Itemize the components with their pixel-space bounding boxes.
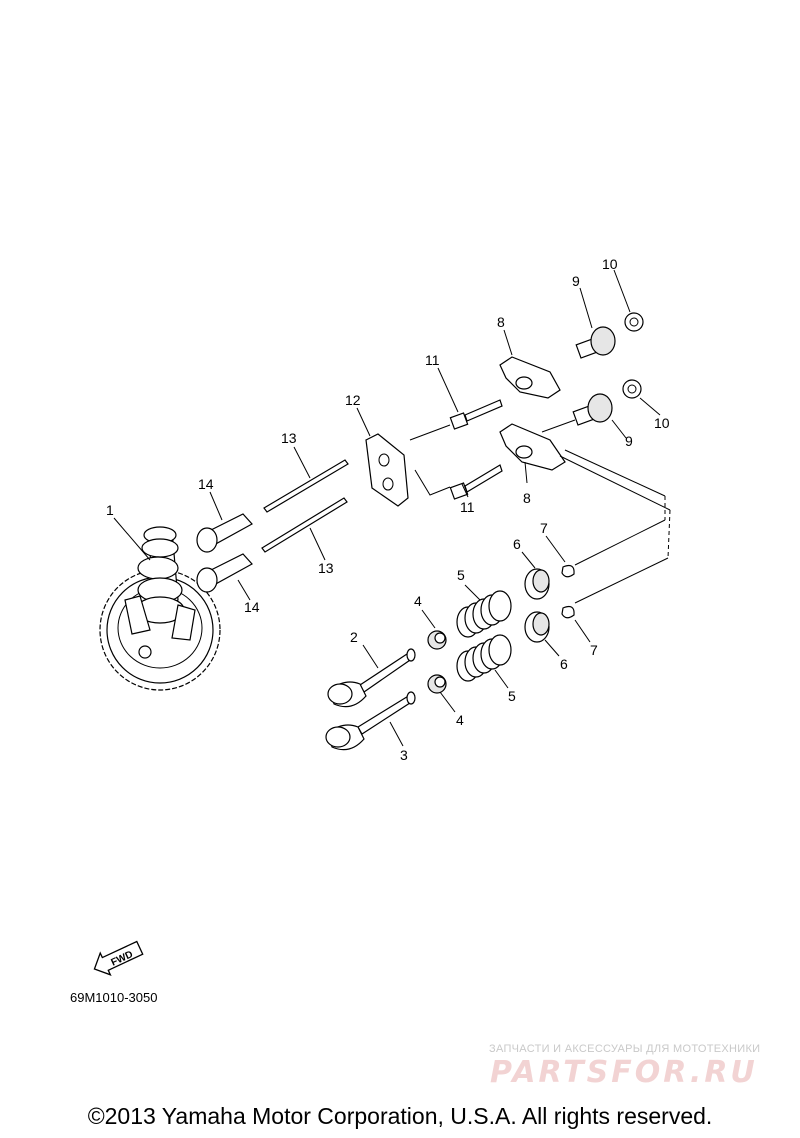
- callout-13: 13: [281, 430, 297, 446]
- valve-spring-upper: [456, 590, 512, 638]
- callout-2: 2: [350, 629, 358, 645]
- spring-retainer-upper: [524, 568, 550, 600]
- callout-13: 13: [318, 560, 334, 576]
- spring-retainer-lower: [524, 611, 550, 643]
- callout-10: 10: [602, 256, 618, 272]
- callout-14: 14: [244, 599, 260, 615]
- rocker-arm-lower: [499, 423, 566, 471]
- callout-8: 8: [497, 314, 505, 330]
- callout-11: 11: [425, 352, 440, 368]
- callout-12: 12: [345, 392, 361, 408]
- valve-stem-seal-lower: [427, 674, 447, 694]
- callout-6: 6: [560, 656, 568, 672]
- callout-5: 5: [457, 567, 465, 583]
- watermark-tagline: ЗАПЧАСТИ И АКСЕССУАРЫ ДЛЯ МОТОТЕХНИКИ: [489, 1043, 761, 1055]
- fwd-arrow-icon: FWD: [93, 940, 144, 976]
- leader-lines: [113, 269, 661, 747]
- callout-10: 10: [654, 415, 670, 431]
- callout-9: 9: [625, 433, 633, 449]
- lock-nut-lower: [622, 379, 642, 399]
- rocker-stud-upper: [449, 399, 503, 430]
- callout-7: 7: [590, 642, 598, 658]
- rocker-arm-upper: [499, 356, 561, 399]
- callout-1: 1: [106, 502, 114, 518]
- camshaft: [124, 526, 196, 659]
- watermark-logo: PARTSFOR.RU: [490, 1055, 758, 1090]
- assembly-lines: [409, 419, 671, 604]
- callout-6: 6: [513, 536, 521, 552]
- rocker-pivot-lower: [572, 393, 613, 426]
- rocker-pivot-upper: [575, 326, 616, 359]
- valve-cotter-lower: [561, 605, 575, 619]
- callout-7: 7: [540, 520, 548, 536]
- callout-3: 3: [400, 747, 408, 763]
- callout-4: 4: [456, 712, 464, 728]
- callout-8: 8: [523, 490, 531, 506]
- callout-4: 4: [414, 593, 422, 609]
- exhaust-valve: [325, 691, 416, 751]
- pushrod-lower: [261, 497, 348, 553]
- rocker-stud-lower: [449, 464, 503, 500]
- callout-5: 5: [508, 688, 516, 704]
- pushrod-upper: [263, 459, 349, 513]
- callout-14: 14: [198, 476, 214, 492]
- callout-11: 11: [460, 499, 475, 515]
- drawing-number: 69M1010-3050: [70, 990, 158, 1005]
- part-callouts: 1 2 3 4 4 5 5 6 6 7 7 8 8 9 9 10 10 11 1…: [106, 256, 670, 763]
- valve-tappet-lower: [196, 553, 253, 593]
- valve-tappet-upper: [196, 513, 253, 553]
- valve-cotter-upper: [561, 564, 575, 578]
- valve-spring-lower: [456, 634, 512, 682]
- pushrod-guide-plate: [365, 433, 409, 507]
- valve-stem-seal-upper: [427, 630, 447, 650]
- intake-valve: [327, 648, 416, 708]
- callout-9: 9: [572, 273, 580, 289]
- lock-nut-upper: [624, 312, 644, 332]
- copyright-notice: ©2013 Yamaha Motor Corporation, U.S.A. A…: [87, 1103, 713, 1129]
